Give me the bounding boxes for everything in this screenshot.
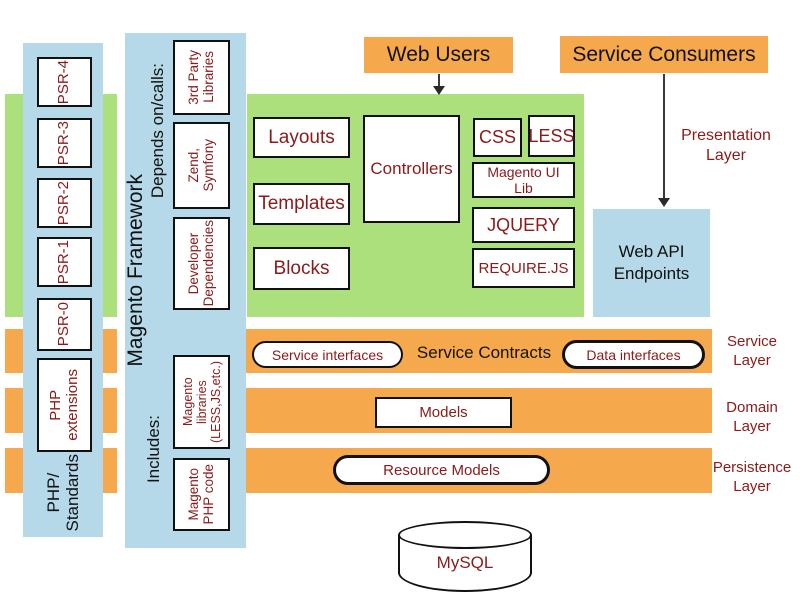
includes-label-wrap: Includes: xyxy=(140,405,168,493)
third-party-libraries-label: 3rd Party Libraries xyxy=(186,50,217,105)
developer-dependencies-box: Developer Dependencies xyxy=(173,217,230,310)
service-contracts-title: Service Contracts xyxy=(416,343,552,362)
psr-2-box: PSR-2 xyxy=(37,178,92,228)
service-consumers-arrow-head xyxy=(658,198,670,207)
magento-libraries-box: Magento libraries (LESS,JS,etc.) xyxy=(173,355,230,449)
includes-label: Includes: xyxy=(144,414,164,484)
psr-3-label: PSR-3 xyxy=(55,120,73,166)
psr-1-label: PSR-1 xyxy=(55,239,73,285)
magento-ui-lib-box: Magento UI Lib xyxy=(472,162,575,198)
service-layer-label: Service Layer xyxy=(726,333,778,369)
web-users-label: Web Users xyxy=(386,43,491,66)
magento-ui-lib-label: Magento UI Lib xyxy=(487,163,560,196)
models-box: Models xyxy=(375,397,512,428)
php-extensions-box: PHP extensions xyxy=(37,358,92,452)
magento-php-code-box: Magento PHP code xyxy=(173,458,230,531)
templates-label: Templates xyxy=(258,193,345,214)
php-standards-column-label: PHP/ Standards xyxy=(43,454,82,532)
php-standards-column-label-wrap: PHP/ Standards xyxy=(30,450,96,536)
layouts-box: Layouts xyxy=(253,117,350,158)
developer-dependencies-label: Developer Dependencies xyxy=(186,220,217,307)
mysql-cylinder-top-ellipse xyxy=(398,521,532,549)
data-interfaces-label: Data interfaces xyxy=(586,346,681,363)
psr-2-label: PSR-2 xyxy=(55,180,73,226)
service-interfaces-label: Service interfaces xyxy=(271,346,384,363)
psr-4-box: PSR-4 xyxy=(37,57,92,107)
service-consumers-box: Service Consumers xyxy=(560,36,768,73)
requirejs-box: REQUIRE.JS xyxy=(472,248,575,288)
psr-3-box: PSR-3 xyxy=(37,118,92,168)
web-users-arrow-head xyxy=(433,86,445,95)
css-box: CSS xyxy=(473,118,522,157)
web-api-endpoints-label: Web API Endpoints xyxy=(613,241,690,283)
persistence-layer-label: Persistence Layer xyxy=(712,459,792,495)
less-box: LESS xyxy=(528,115,575,157)
mysql-cylinder: MySQL xyxy=(398,521,532,594)
controllers-box: Controllers xyxy=(363,115,460,223)
domain-layer-label: Domain Layer xyxy=(726,399,778,435)
layouts-label: Layouts xyxy=(268,126,335,148)
less-label: LESS xyxy=(528,125,575,146)
controllers-label: Controllers xyxy=(370,159,453,178)
php-extensions-label: PHP extensions xyxy=(46,369,81,441)
css-label: CSS xyxy=(478,127,516,147)
web-api-endpoints-box: Web API Endpoints xyxy=(593,209,710,317)
zend-symfony-box: Zend, Symfony xyxy=(173,122,230,209)
web-users-box: Web Users xyxy=(364,37,513,73)
magento-libraries-label: Magento libraries (LESS,JS,etc.) xyxy=(180,361,223,443)
service-consumers-label: Service Consumers xyxy=(572,42,756,66)
blocks-box: Blocks xyxy=(253,247,350,290)
resource-models-pill: Resource Models xyxy=(333,455,550,485)
service-interfaces-pill: Service interfaces xyxy=(252,341,403,368)
magento-php-code-label: Magento PHP code xyxy=(186,464,217,525)
jquery-box: JQUERY xyxy=(472,207,575,243)
psr-0-label: PSR-0 xyxy=(55,302,73,347)
presentation-layer-label: Presentation Layer xyxy=(681,127,771,164)
mysql-label: MySQL xyxy=(436,553,494,572)
templates-box: Templates xyxy=(253,183,350,225)
third-party-libraries-box: 3rd Party Libraries xyxy=(173,40,230,115)
depends-label-wrap: Depends on/calls: xyxy=(143,57,173,205)
models-label: Models xyxy=(419,404,468,421)
depends-label: Depends on/calls: xyxy=(148,63,168,199)
psr-4-label: PSR-4 xyxy=(55,59,73,105)
service-consumers-arrow-line xyxy=(663,74,665,199)
resource-models-label: Resource Models xyxy=(383,461,500,479)
blocks-label: Blocks xyxy=(273,257,330,279)
psr-1-box: PSR-1 xyxy=(37,237,92,287)
zend-symfony-label: Zend, Symfony xyxy=(186,139,217,192)
requirejs-label: REQUIRE.JS xyxy=(478,259,569,277)
jquery-label: JQUERY xyxy=(487,214,560,235)
psr-0-box: PSR-0 xyxy=(37,298,92,351)
web-users-arrow-line xyxy=(438,74,440,87)
data-interfaces-pill: Data interfaces xyxy=(562,340,705,369)
